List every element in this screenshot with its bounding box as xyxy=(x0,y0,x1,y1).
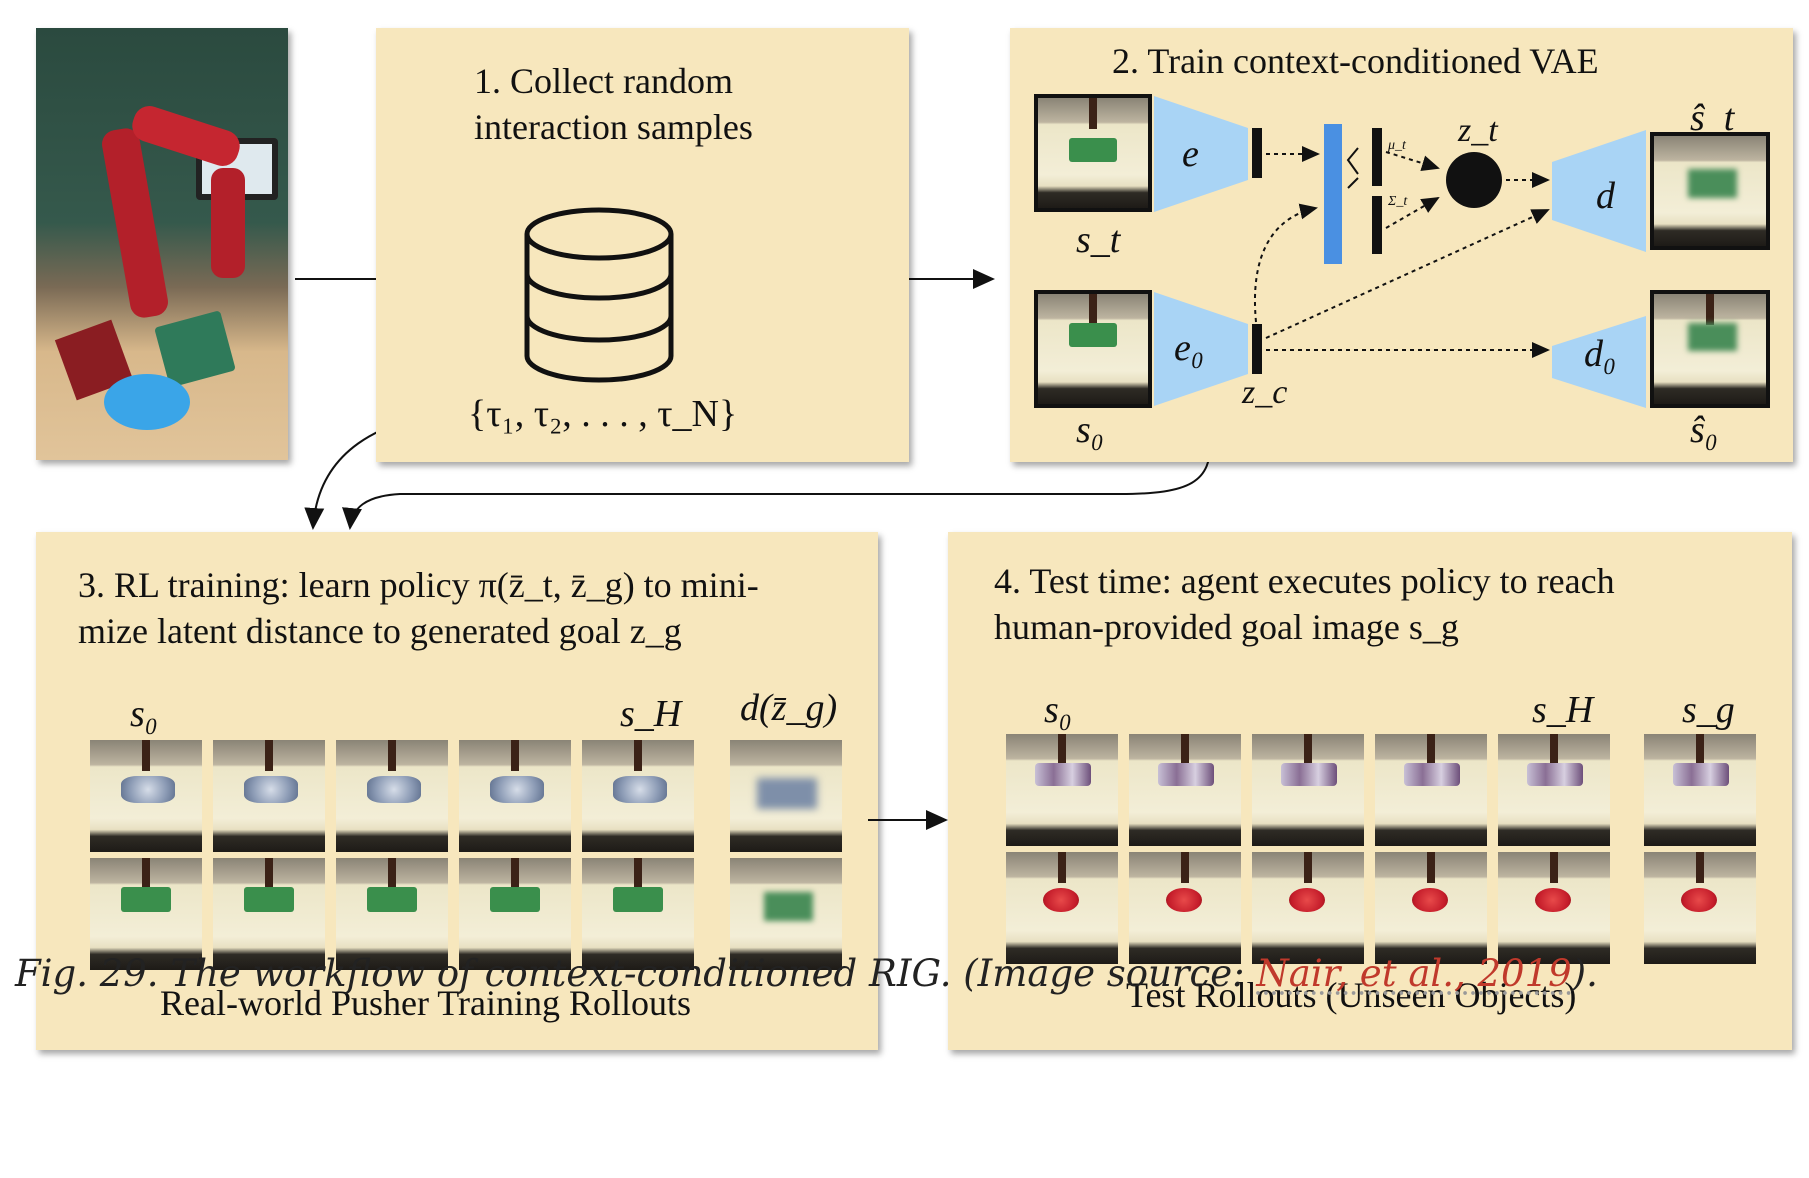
test-rollout-frame xyxy=(1375,734,1487,846)
panel-collect-title-1: 1. Collect random xyxy=(474,61,733,101)
figure-caption: Fig. 29. The workflow of context-conditi… xyxy=(15,952,1598,995)
decoder-d0 xyxy=(1552,316,1646,408)
encoder-e0 xyxy=(1154,292,1248,406)
image-s0-hat xyxy=(1650,290,1770,408)
col-label-dzg: d(z̄_g) xyxy=(740,687,838,729)
image-s0 xyxy=(1034,290,1152,408)
rollout-frame xyxy=(213,858,325,970)
label-decoder-d: d xyxy=(1596,175,1615,217)
goal-image-frame xyxy=(1644,852,1756,964)
rollout-frame xyxy=(90,740,202,852)
rollout-frame xyxy=(90,858,202,970)
panel-collect-title-2: interaction samples xyxy=(474,107,753,147)
col-label-sH: s_H xyxy=(1532,689,1594,731)
rollout-frame xyxy=(213,740,325,852)
panel-collect: 1. Collect random interaction samples {τ… xyxy=(376,28,909,462)
arrow-train-to-rl xyxy=(342,439,1212,530)
encoder-e-output xyxy=(1252,128,1262,178)
robot-photo xyxy=(36,28,288,460)
latent-layer xyxy=(1324,124,1342,264)
label-zt: z_t xyxy=(1458,112,1498,149)
panel-test-title-2: human-provided goal image s_g xyxy=(994,607,1459,647)
col-label-s0: s₀ xyxy=(1044,689,1072,731)
database-icon xyxy=(524,207,674,383)
test-rollout-frame xyxy=(1498,734,1610,846)
label-st-hat: ŝ_t xyxy=(1690,97,1735,139)
test-rollout-frame xyxy=(1375,852,1487,964)
trajectory-set: {τ₁, τ₂, . . . , τ_N} xyxy=(468,393,738,435)
test-bottom-label: Test Rollouts (Unseen Objects) xyxy=(1126,975,1577,1015)
label-s0: s₀ xyxy=(1076,409,1104,451)
caption-suffix: ). xyxy=(1571,952,1598,995)
col-label-sg: s_g xyxy=(1682,689,1735,731)
panel-rl-title-2: mize latent distance to generated goal z… xyxy=(78,611,682,651)
panel-vae: 2. Train context-conditioned VAE s_t s₀ xyxy=(1010,28,1793,462)
decoder-d xyxy=(1552,130,1646,252)
generated-goal-frame xyxy=(730,858,842,970)
label-sigma: Σ_t xyxy=(1388,194,1408,209)
rollout-frame xyxy=(459,740,571,852)
label-mu: μ_t xyxy=(1388,138,1406,153)
label-zc: z_c xyxy=(1242,374,1288,411)
caption-source-link[interactable]: Nair, et al., 2019 xyxy=(1256,952,1572,995)
label-s0-hat: ŝ₀ xyxy=(1690,409,1718,451)
image-st-hat xyxy=(1650,132,1770,250)
rollout-frame xyxy=(336,740,448,852)
rollout-frame xyxy=(459,858,571,970)
label-decoder-d0: d₀ xyxy=(1584,333,1617,375)
label-st: s_t xyxy=(1076,219,1121,261)
label-encoder-e: e xyxy=(1182,133,1199,175)
arrow-zc-d xyxy=(1265,209,1550,339)
generated-goal-frame xyxy=(730,740,842,852)
panel-test: 4. Test time: agent executes policy to r… xyxy=(948,532,1792,1050)
test-rollout-frame xyxy=(1252,852,1364,964)
label-encoder-e0: e₀ xyxy=(1174,327,1205,369)
arrow-rl-to-test xyxy=(868,810,948,830)
goal-image-frame xyxy=(1644,734,1756,846)
test-rollout-frame xyxy=(1498,852,1610,964)
mu-bar xyxy=(1372,128,1382,186)
encoder-e0-output xyxy=(1252,324,1262,374)
image-st xyxy=(1034,94,1152,212)
test-rollout-frame xyxy=(1006,852,1118,964)
test-rollout-frame xyxy=(1129,734,1241,846)
zt-node xyxy=(1446,152,1502,208)
encoder-e xyxy=(1154,96,1248,212)
col-label-s0: s₀ xyxy=(130,693,158,735)
panel-rl: 3. RL training: learn policy π(z̄_t, z̄_… xyxy=(36,532,878,1050)
test-rollout-frame xyxy=(1129,852,1241,964)
vae-network xyxy=(1154,96,1646,408)
panel-vae-title: 2. Train context-conditioned VAE xyxy=(1112,41,1599,81)
test-rollout-frame xyxy=(1006,734,1118,846)
col-label-sH: s_H xyxy=(620,693,682,735)
test-rollout-frame xyxy=(1252,734,1364,846)
panel-test-title-1: 4. Test time: agent executes policy to r… xyxy=(994,561,1615,601)
rl-bottom-label: Real-world Pusher Training Rollouts xyxy=(160,983,692,1023)
rollout-frame xyxy=(336,858,448,970)
arrow-zc-latent xyxy=(1254,203,1318,323)
caption-prefix: Fig. 29. The workflow of context-conditi… xyxy=(15,952,1257,995)
sigma-bar xyxy=(1372,196,1382,254)
rollout-frame xyxy=(582,858,694,970)
rollout-frame xyxy=(582,740,694,852)
panel-rl-title-1: 3. RL training: learn policy π(z̄_t, z̄_… xyxy=(78,565,759,605)
